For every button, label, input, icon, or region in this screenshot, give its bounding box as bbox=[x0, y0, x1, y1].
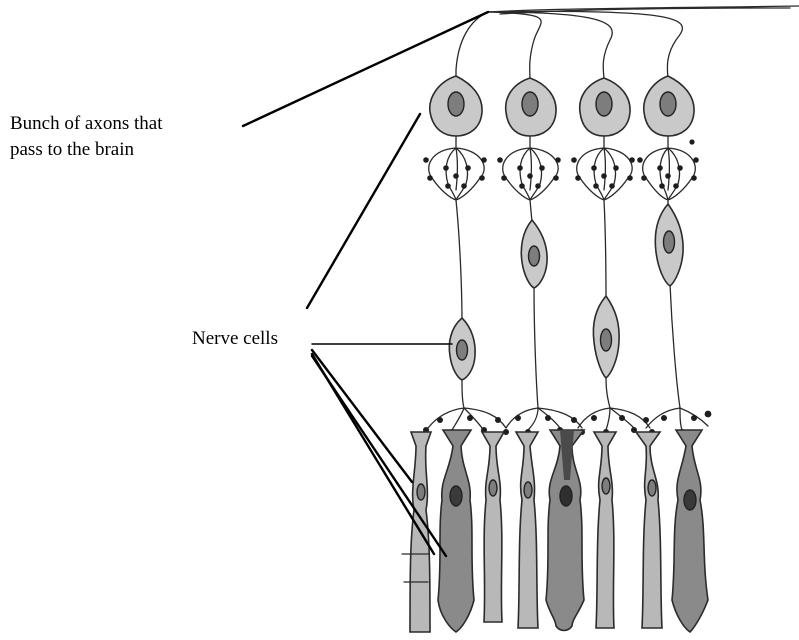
nerve-cell bbox=[506, 78, 556, 136]
rod-cell bbox=[482, 432, 504, 622]
synapse-cage bbox=[637, 136, 699, 200]
nerve-cell bbox=[593, 296, 619, 378]
nerve-leader-line-1 bbox=[307, 114, 420, 308]
axons-label: Bunch of axons that pass to the brain bbox=[10, 111, 163, 163]
axons-label-line-1: Bunch of axons that bbox=[10, 111, 163, 137]
synapse-cage bbox=[497, 136, 561, 200]
rod-cell bbox=[636, 432, 662, 628]
photoreceptors bbox=[402, 430, 708, 632]
nerve-leader-line-3 bbox=[312, 350, 412, 482]
axon-bundle bbox=[456, 6, 799, 80]
cone-cell bbox=[438, 430, 474, 632]
ganglion-cells bbox=[430, 76, 694, 136]
nerve-cell bbox=[655, 204, 683, 286]
nerve-cell bbox=[644, 76, 694, 136]
rod-cell bbox=[402, 432, 431, 632]
bipolar-cells bbox=[449, 200, 683, 408]
nerve-cell bbox=[580, 78, 630, 136]
rod-cell bbox=[594, 432, 616, 628]
nerve-cell bbox=[521, 220, 547, 288]
nerve-cell bbox=[430, 76, 482, 136]
upper-synapses bbox=[423, 136, 699, 200]
nerve-cell bbox=[449, 318, 475, 380]
cone-cell bbox=[546, 430, 584, 631]
synapse-cage bbox=[571, 136, 635, 200]
synapse-cage bbox=[423, 136, 487, 200]
axons-label-line-2: pass to the brain bbox=[10, 137, 163, 163]
rod-cell bbox=[516, 432, 538, 628]
cone-cell bbox=[672, 430, 708, 632]
nerve-cells-label: Nerve cells bbox=[192, 326, 278, 352]
